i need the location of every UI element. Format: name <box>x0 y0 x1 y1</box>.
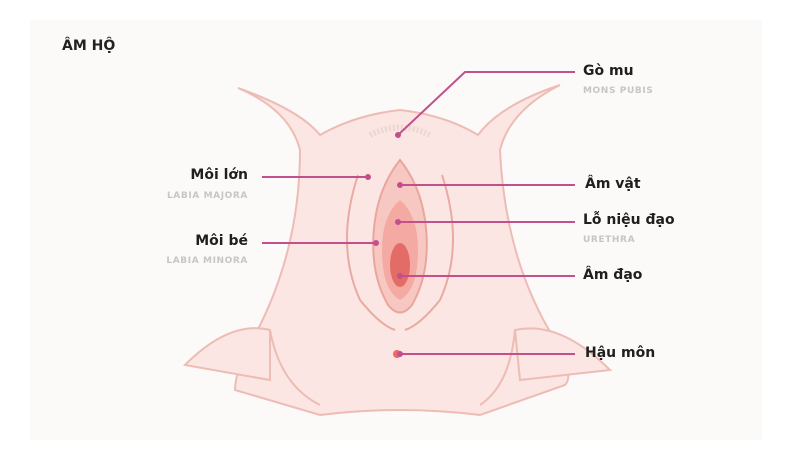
label-anus: Hậu môn <box>585 345 656 361</box>
sublabel-labia-majora: LABIA MAJORA <box>166 191 248 201</box>
label-labia-minora: Môi bé <box>195 233 248 249</box>
label-mons: Gò mu <box>583 63 634 79</box>
label-vagina: Âm đạo <box>583 267 643 283</box>
vaginal-opening <box>390 243 410 287</box>
label-urethra: Lỗ niệu đạo <box>583 212 675 228</box>
label-labia-majora: Môi lớn <box>190 167 248 183</box>
sublabel-mons: MONS PUBIS <box>583 86 654 96</box>
sublabel-urethra: URETHRA <box>583 235 636 245</box>
mons-hair <box>368 124 432 138</box>
leader-lines <box>262 71 575 357</box>
labia-majora-shape <box>346 174 454 331</box>
label-clitoris: Âm vật <box>585 176 641 192</box>
sublabel-labia-minora: LABIA MINORA <box>166 256 248 266</box>
diagram-title: ÂM HỘ <box>62 38 116 54</box>
